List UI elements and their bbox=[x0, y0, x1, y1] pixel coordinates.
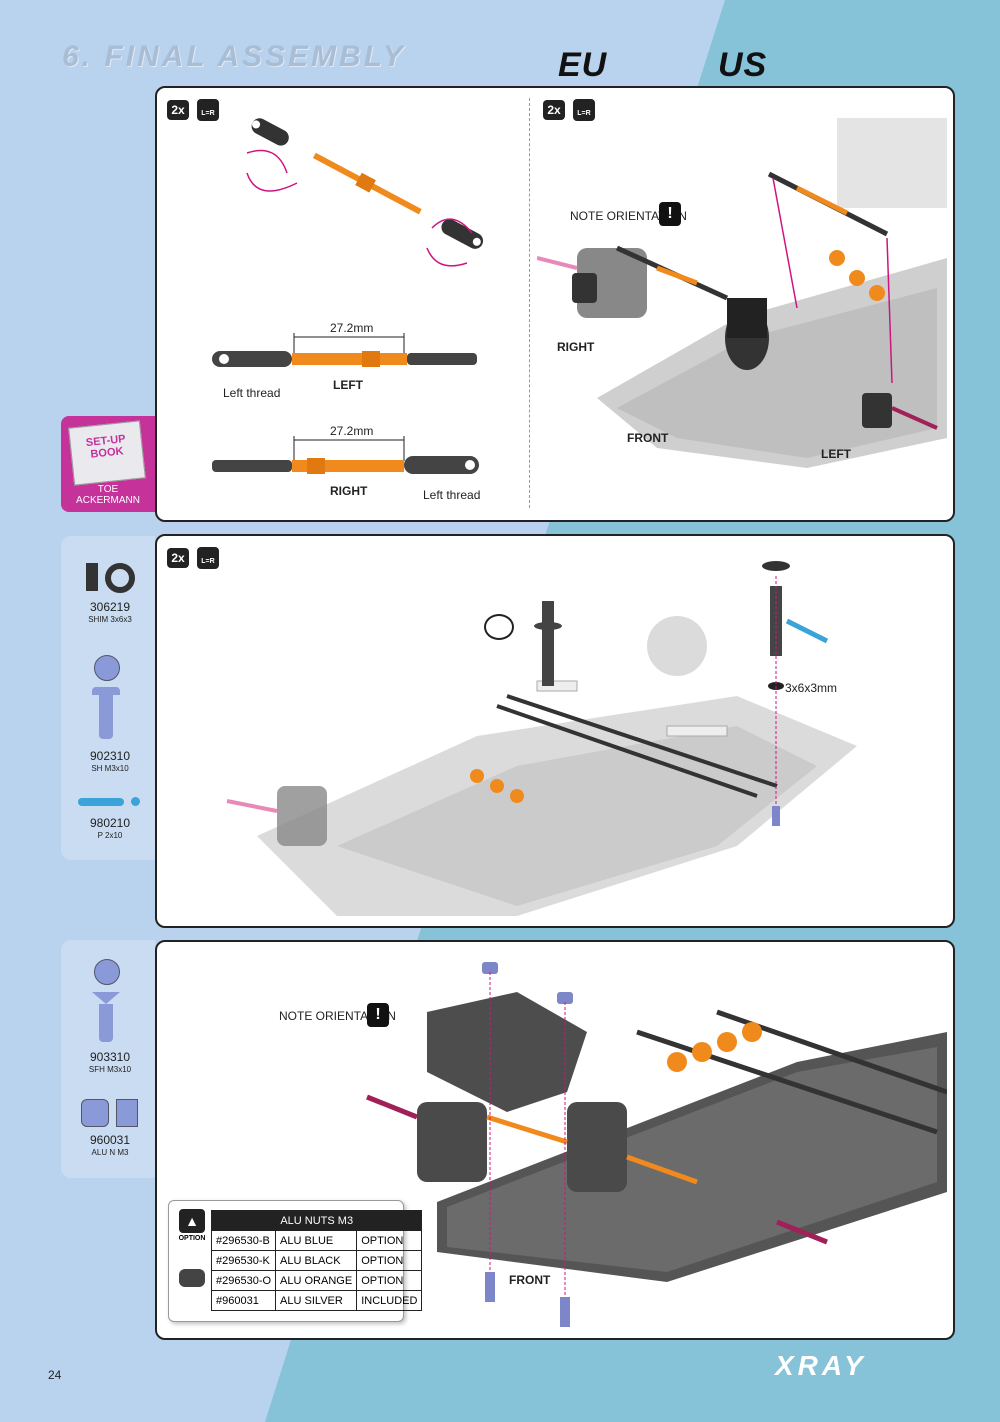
table-cell: #296530-O bbox=[210, 1270, 277, 1291]
part-name: ALU N M3 bbox=[91, 1148, 129, 1157]
quantity-badge: 2x bbox=[167, 100, 189, 120]
part-number: 306219 bbox=[89, 600, 131, 614]
warning-icon: ! bbox=[367, 1003, 389, 1027]
note-orientation-label: NOTE ORIENTATION bbox=[570, 209, 687, 223]
pin-end-icon bbox=[131, 797, 140, 806]
part-number: 903310 bbox=[89, 1050, 131, 1064]
option-label: OPTION bbox=[178, 1235, 206, 1242]
left-label: LEFT bbox=[821, 447, 851, 461]
setup-book-icon: SET-UP BOOK bbox=[68, 420, 146, 486]
dimension-label-left: 27.2mm bbox=[330, 321, 374, 335]
table-row: #296530-K ALU BLACK OPTION bbox=[210, 1250, 423, 1271]
part-number: 980210 bbox=[89, 816, 131, 830]
socket-head-screw-icon bbox=[94, 655, 120, 681]
chassis-post-drawing bbox=[226, 561, 857, 916]
rear-chassis-drawing bbox=[366, 962, 947, 1327]
part-number: 960031 bbox=[89, 1133, 131, 1147]
setup-caption-2: ACKERMANN bbox=[76, 495, 140, 506]
step-panel-1: 2x L=R 27.2mm Left thread LEFT 27.2mm bbox=[155, 86, 955, 522]
step-panel-3: 2x L=R 3x6x3mm bbox=[155, 534, 955, 928]
table-cell: ALU SILVER bbox=[275, 1290, 358, 1311]
option-table: ALU NUTS M3 #296530-B ALU BLUE OPTION #2… bbox=[210, 1210, 423, 1311]
nut-top-icon bbox=[81, 1099, 109, 1127]
countersunk-screw-head-icon bbox=[94, 959, 120, 985]
table-cell: OPTION bbox=[356, 1250, 423, 1271]
table-cell: #960031 bbox=[210, 1290, 277, 1311]
front-chassis-drawing bbox=[537, 118, 947, 468]
front-label: FRONT bbox=[627, 431, 669, 445]
quantity-badge: 2x bbox=[167, 548, 189, 568]
right-label: RIGHT bbox=[557, 340, 595, 354]
table-cell: OPTION bbox=[356, 1230, 423, 1251]
table-cell: OPTION bbox=[356, 1270, 423, 1291]
setup-book-tab: SET-UP BOOK TOE ACKERMANN bbox=[61, 416, 155, 512]
table-cell: ALU ORANGE bbox=[275, 1270, 358, 1291]
table-cell: ALU BLACK bbox=[275, 1250, 358, 1271]
screw-shaft-icon bbox=[99, 695, 113, 739]
shim-size-label: 3x6x3mm bbox=[785, 681, 838, 695]
option-table-header: ALU NUTS M3 bbox=[210, 1210, 423, 1231]
pin-icon bbox=[78, 798, 124, 806]
table-row: #296530-O ALU ORANGE OPTION bbox=[210, 1270, 423, 1291]
left-right-badge: L=R bbox=[197, 547, 219, 569]
right-rod-drawing bbox=[212, 436, 479, 474]
panel-divider bbox=[529, 98, 530, 508]
countersunk-screw-shaft-icon bbox=[99, 1004, 113, 1042]
quantity-badge: 2x bbox=[543, 100, 565, 120]
table-cell: INCLUDED bbox=[356, 1290, 423, 1311]
thumbs-up-icon: ▲ bbox=[179, 1209, 205, 1233]
part-name: SHIM 3x6x3 bbox=[88, 615, 132, 624]
nut-side-icon bbox=[116, 1099, 138, 1127]
left-right-badge: L=R bbox=[197, 99, 219, 121]
left-rod-label: LEFT bbox=[333, 378, 363, 392]
left-rod-drawing bbox=[212, 333, 477, 367]
page-title: 6. FINAL ASSEMBLY bbox=[62, 40, 406, 73]
brand-logo: XRAY bbox=[775, 1350, 867, 1381]
shim-icon bbox=[86, 563, 98, 591]
note-orientation-label: NOTE ORIENTATION bbox=[279, 1009, 396, 1023]
table-row: #296530-B ALU BLUE OPTION bbox=[210, 1230, 423, 1251]
part-name: SH M3x10 bbox=[91, 764, 129, 773]
table-header-row: ALU NUTS M3 bbox=[210, 1210, 423, 1231]
left-right-badge: L=R bbox=[573, 99, 595, 121]
us-logo: US bbox=[718, 46, 768, 84]
part-name: SFH M3x10 bbox=[88, 1065, 132, 1074]
table-cell: #296530-K bbox=[210, 1250, 277, 1271]
table-cell: #296530-B bbox=[210, 1230, 277, 1251]
nut-icon bbox=[179, 1269, 205, 1287]
setup-caption-1: TOE bbox=[97, 484, 119, 495]
right-rod-label: RIGHT bbox=[330, 484, 368, 498]
left-thread-label-1: Left thread bbox=[223, 386, 281, 400]
dimension-label-right: 27.2mm bbox=[330, 424, 374, 438]
settings-gear-icon bbox=[484, 614, 514, 640]
part-number: 902310 bbox=[89, 749, 131, 763]
part-name: P 2x10 bbox=[97, 831, 123, 840]
front-label: FRONT bbox=[509, 1273, 551, 1287]
table-row: #960031 ALU SILVER INCLUDED bbox=[210, 1290, 423, 1311]
left-thread-label-2: Left thread bbox=[423, 488, 481, 502]
screw-shank-icon bbox=[92, 687, 120, 695]
shim-ring-icon bbox=[105, 563, 135, 593]
turnbuckle-exploded-drawing bbox=[246, 118, 484, 267]
countersunk-screw-icon bbox=[92, 992, 120, 1004]
table-cell: ALU BLUE bbox=[275, 1230, 358, 1251]
warning-icon: ! bbox=[659, 202, 681, 226]
page-number: 24 bbox=[48, 1368, 62, 1382]
eu-logo: EU bbox=[558, 46, 608, 84]
